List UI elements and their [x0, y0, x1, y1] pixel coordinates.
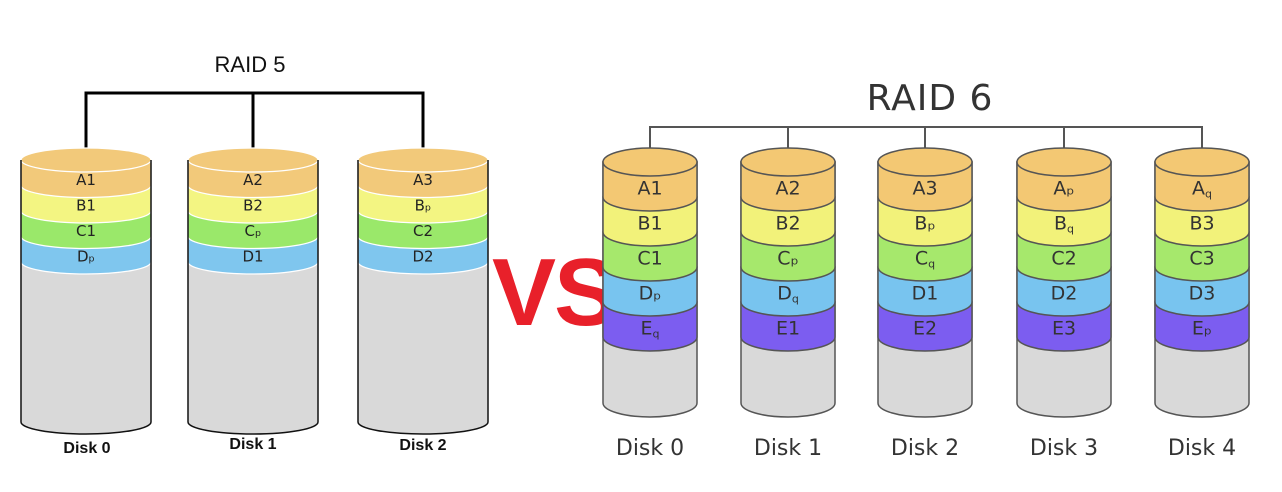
disk-1-block-A-label: A2 [775, 178, 800, 200]
raid5-disk-1-label: Disk 1 [229, 436, 277, 453]
raid6-disk-4-label: Disk 4 [1167, 436, 1237, 461]
vs-label: VS [492, 239, 618, 346]
raid6-disk-1-label: Disk 1 [753, 436, 823, 461]
disk-0-block-D-label: Dₚ [639, 283, 662, 305]
raid5-disk-2-label: Disk 2 [399, 437, 447, 454]
raid5-disk-0-outline [20, 160, 152, 435]
disk-2-block-C-label: Cq [915, 248, 935, 271]
disk-1-block-E-label: E1 [776, 318, 800, 340]
disk-0-block-A-label: A1 [76, 171, 96, 189]
disk-1-block-D-label: Dq [777, 283, 799, 306]
disk-1-block-D-label: D1 [242, 248, 263, 266]
raid5-disk-1-outline [187, 160, 319, 435]
raid5-disk-0-label: Disk 0 [63, 440, 111, 457]
raid6-disk-0-label: Disk 0 [615, 436, 685, 461]
disk-4-block-E-label: Eₚ [1192, 318, 1212, 340]
disk-1-block-B-label: B2 [775, 213, 800, 235]
raid6-disk-3-label: Disk 3 [1029, 436, 1099, 461]
raid6-title: RAID 6 [866, 78, 994, 119]
disk-0-block-B-label: B1 [76, 197, 96, 215]
disk-2-block-B-label: Bₚ [914, 213, 935, 235]
disk-4-block-D-label: D3 [1189, 283, 1216, 305]
disk-1-block-A-label: A2 [243, 171, 263, 189]
disk-4-top [1154, 147, 1250, 177]
disk-3-block-A-label: Aₚ [1053, 178, 1074, 200]
disk-2-block-B-label: Bₚ [415, 197, 432, 215]
raid6-disk-2-label: Disk 2 [890, 436, 960, 461]
disk-0-top [20, 147, 152, 173]
disk-2-block-D-label: D2 [412, 248, 433, 266]
disk-0-block-E-label: Eq [641, 318, 660, 341]
disk-2-block-D-label: D1 [912, 283, 939, 305]
disk-0-top [602, 147, 698, 177]
disk-0-block-C-label: C1 [637, 248, 662, 270]
disk-0-block-D-label: Dₚ [77, 248, 95, 266]
disk-1-block-B-label: B2 [243, 197, 263, 215]
disk-3-top [1016, 147, 1112, 177]
disk-3-block-E-label: E3 [1052, 318, 1076, 340]
disk-4-block-B-label: B3 [1189, 213, 1214, 235]
disk-1-top [740, 147, 836, 177]
raid5-connector [84, 91, 425, 158]
disk-2-block-E-label: E2 [913, 318, 937, 340]
disk-2-top [877, 147, 973, 177]
raid5-title: RAID 5 [214, 52, 286, 77]
disk-3-block-B-label: Bq [1054, 213, 1074, 236]
disk-0-block-B-label: B1 [637, 213, 662, 235]
disk-2-block-A-label: A3 [912, 178, 937, 200]
disk-3-block-D-label: D2 [1051, 283, 1078, 305]
disk-1-block-C-label: Cₚ [245, 222, 262, 240]
disk-1-top [187, 147, 319, 173]
disk-2-block-A-label: A3 [413, 171, 433, 189]
disk-3-block-C-label: C2 [1051, 248, 1076, 270]
raid6-connector [649, 126, 1203, 160]
disk-0-block-A-label: A1 [637, 178, 662, 200]
disk-1-block-C-label: Cₚ [777, 248, 798, 270]
disk-0-block-C-label: C1 [76, 222, 96, 240]
disk-2-block-C-label: C2 [413, 222, 433, 240]
raid5-disk-2-outline [357, 160, 489, 435]
disk-4-block-A-label: Aq [1192, 178, 1212, 201]
disk-4-block-C-label: C3 [1189, 248, 1214, 270]
disk-2-top [357, 147, 489, 173]
